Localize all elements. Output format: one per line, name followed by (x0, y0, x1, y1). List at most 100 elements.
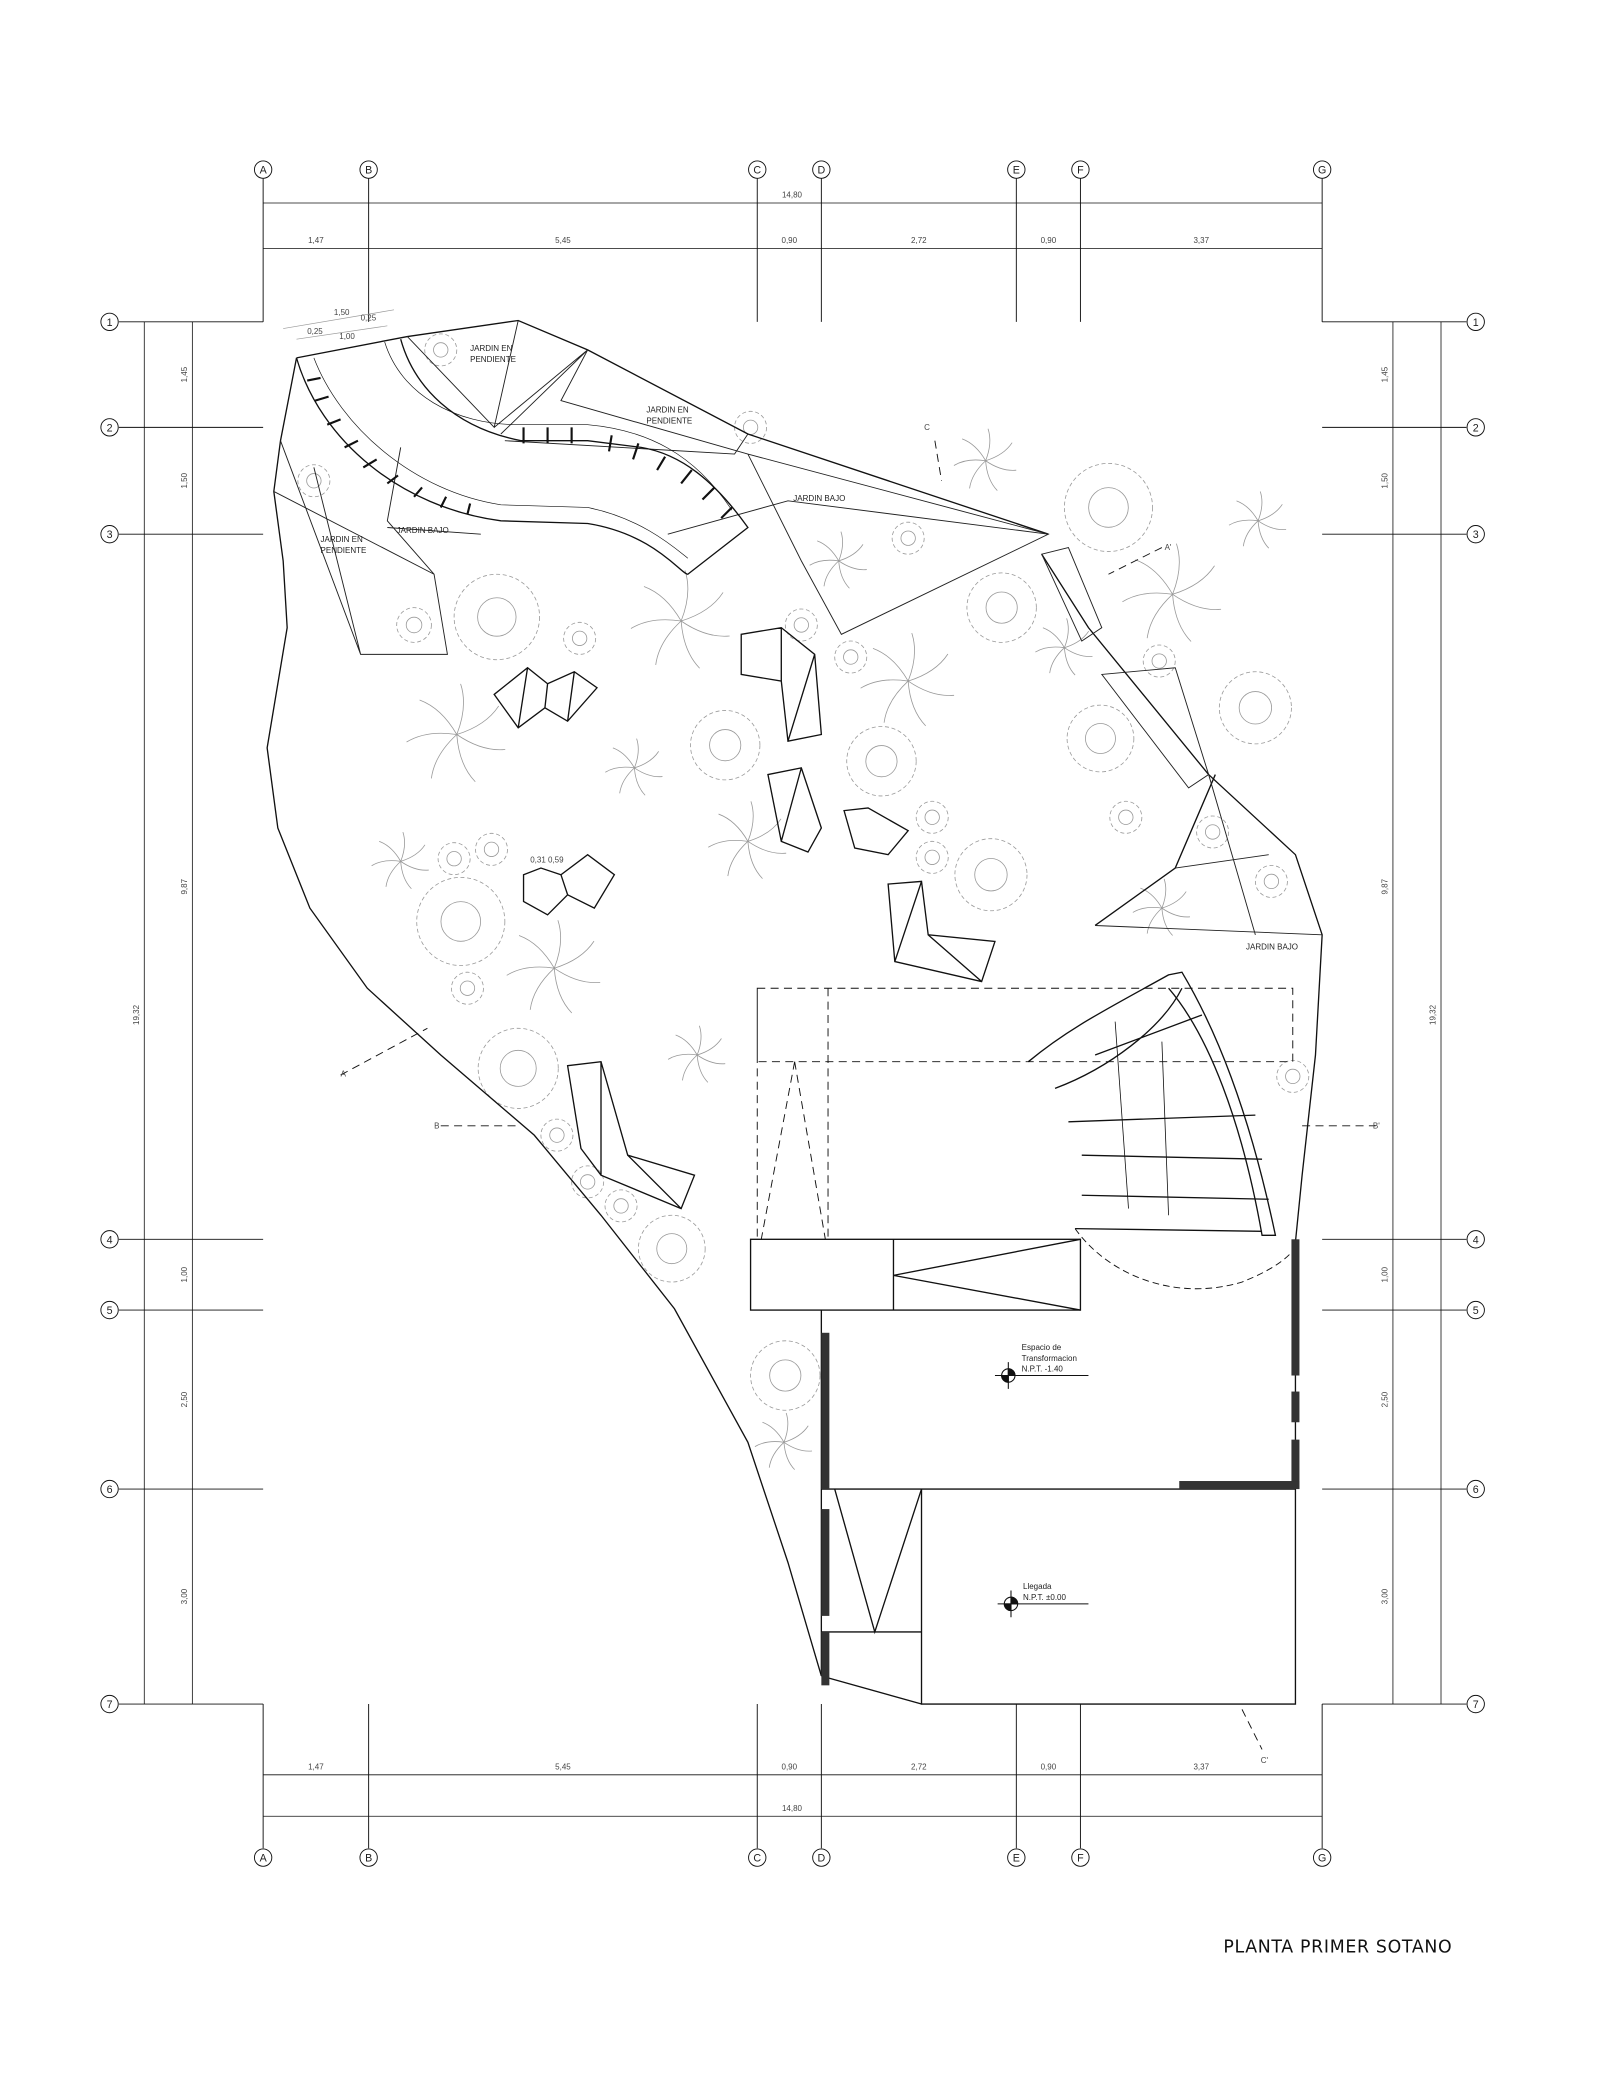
tree-icon (440, 901, 482, 942)
grid-label: E (1013, 165, 1020, 177)
dimension-segment: 0,90 (1041, 1762, 1057, 1771)
grid-label: A (260, 1853, 268, 1865)
grid-label: F (1077, 1853, 1084, 1865)
dimension-segment: 1,47 (308, 236, 324, 245)
dimension-segment: 2,72 (911, 236, 927, 245)
tree-icon (656, 1233, 688, 1265)
dimension-segment: 3,37 (1194, 1762, 1210, 1771)
tree-icon (571, 1165, 605, 1199)
stair-dim: 1,00 (339, 332, 355, 341)
tree-icon (549, 1127, 565, 1143)
dimension-total: 19,32 (1429, 1004, 1438, 1025)
grid-label: 3 (107, 529, 113, 541)
grid-bubble (100, 1300, 119, 1320)
tree-icon (613, 1198, 629, 1214)
tree-icon (843, 649, 859, 665)
tree-icon (1066, 704, 1135, 773)
tree-icon (477, 1027, 559, 1109)
tree-icon (1151, 653, 1167, 669)
dimension-segment: 3,37 (1194, 236, 1210, 245)
grid-label: D (817, 1853, 825, 1865)
plant-icon (667, 1025, 726, 1083)
tree-icon (637, 1214, 706, 1283)
section-marker: C' (1261, 1756, 1269, 1765)
level-marker-icon (994, 1362, 1089, 1618)
dimension-segment: 5,45 (555, 1762, 571, 1771)
tree-icon (1263, 873, 1280, 890)
grid-bubble (100, 418, 119, 437)
grid-label: 6 (1473, 1484, 1479, 1496)
grid-bubble (100, 1479, 119, 1499)
tree-icon (985, 591, 1018, 624)
grid-bubble (748, 160, 767, 179)
plant-icon (1132, 878, 1191, 936)
dimension-segment: 1,50 (180, 472, 189, 488)
tree-icon (453, 573, 540, 661)
tree-icon (1238, 691, 1273, 725)
tree-icon (1254, 864, 1288, 898)
room-level: N.P.T. ±0.00 (1023, 1593, 1066, 1602)
grid-bubble (1007, 160, 1026, 179)
tree-icon (784, 608, 818, 642)
tree-icon (954, 838, 1028, 912)
grid-label: 6 (107, 1484, 113, 1496)
section-marker: B (434, 1121, 439, 1130)
tree-icon (499, 1049, 537, 1087)
tree-icon (793, 617, 809, 633)
plant-icon (406, 683, 506, 783)
dimension-segment: 9,87 (1381, 878, 1390, 894)
tree-icon (891, 521, 925, 555)
zone-label: JARDIN EN (646, 406, 688, 415)
dimension-segment: 1,47 (308, 1762, 324, 1771)
room-name: Transformacion (1022, 1354, 1077, 1363)
tree-icon (1276, 1059, 1310, 1093)
dimension-segment: 3,00 (1381, 1588, 1390, 1604)
dimension-segment: 1,45 (180, 366, 189, 382)
zone-label: JARDIN EN (470, 344, 512, 353)
plant-icon (860, 633, 955, 727)
dimension-total: 14,80 (782, 191, 803, 200)
dimension-segment: 1,45 (1381, 366, 1390, 382)
tree-icon (1064, 463, 1153, 552)
plant-icon (754, 1412, 813, 1470)
zone-label: JARDIN BAJO (397, 526, 449, 535)
grid-bubble (1071, 160, 1090, 179)
zone-label: JARDIN EN (321, 535, 363, 544)
stair-dim: 0,25 (307, 327, 323, 336)
tree-icon (915, 840, 949, 874)
zone-label: JARDIN BAJO (1246, 943, 1298, 952)
grid-bubble (100, 525, 119, 544)
tree-icon (451, 971, 484, 1005)
tree-icon (750, 1340, 821, 1411)
dimension-segment: 1,00 (1381, 1266, 1390, 1282)
tree-icon (1218, 671, 1292, 745)
dimension-segment: 1,50 (1381, 472, 1390, 488)
grid-label: 4 (1473, 1234, 1479, 1246)
grid-bubble (812, 160, 831, 179)
grid-bubble (1071, 1848, 1090, 1867)
grid-bubble (359, 1848, 378, 1867)
planters (493, 626, 996, 1210)
grid-label: 2 (1473, 422, 1479, 434)
grid-label: 5 (1473, 1305, 1479, 1317)
tree-icon (709, 729, 742, 762)
grid-bubble (1466, 1694, 1485, 1714)
grid-bubble (1466, 525, 1485, 544)
tree-icon (580, 1174, 596, 1190)
plant-icon (1228, 491, 1287, 549)
grid-bubble (1466, 418, 1485, 437)
room-name: Llegada (1023, 1582, 1052, 1591)
grid-label: A (260, 165, 268, 177)
grid-bubble (253, 1848, 273, 1867)
tree-icon (900, 530, 916, 546)
grid-label: D (817, 165, 825, 177)
tree-icon (974, 858, 1008, 892)
grid-bubble (1466, 1230, 1485, 1249)
grid-label: B (365, 1853, 372, 1865)
grid-bubble (100, 1694, 119, 1714)
tree-icon (1285, 1068, 1301, 1084)
room-name: Espacio de (1022, 1343, 1062, 1352)
dimension-segment: 1,00 (180, 1266, 189, 1282)
tree-icon (924, 849, 940, 865)
grid-label: E (1013, 1853, 1020, 1865)
